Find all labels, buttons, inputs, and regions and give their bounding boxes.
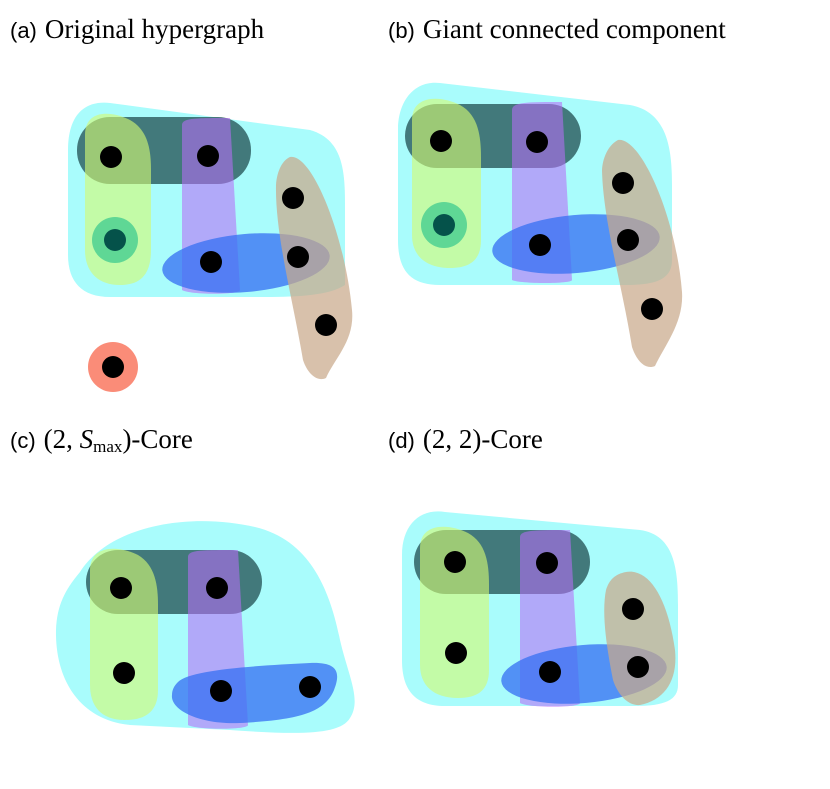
node xyxy=(299,676,321,698)
panel-b-nodes xyxy=(430,130,663,320)
hyperedge-blue xyxy=(171,662,338,724)
node xyxy=(282,187,304,209)
node xyxy=(444,551,466,573)
panel-b-title: Giant connected component xyxy=(422,14,726,44)
panel-c-nodes xyxy=(110,577,321,702)
node xyxy=(641,298,663,320)
node xyxy=(526,131,548,153)
panel-a-title: Original hypergraph xyxy=(44,14,265,44)
node xyxy=(315,314,337,336)
node xyxy=(210,680,232,702)
node xyxy=(113,662,135,684)
panel-b-diagram xyxy=(398,82,683,368)
node xyxy=(536,552,558,574)
node xyxy=(445,642,467,664)
panel-c-title: (2, Smax)-Core xyxy=(43,424,193,456)
highlight-node-core xyxy=(433,214,455,236)
panel-b-letter: (b) xyxy=(388,18,415,43)
panel-a-label: (a) Original hypergraph xyxy=(10,14,264,45)
node xyxy=(200,251,222,273)
panel-b-label: (b) Giant connected component xyxy=(388,14,726,45)
panel-c-label: (c) (2, Smax)-Core xyxy=(10,424,193,457)
node xyxy=(612,172,634,194)
panel-c-title-pre: (2, xyxy=(43,424,80,454)
node xyxy=(529,234,551,256)
panel-d-nodes xyxy=(444,551,649,683)
node xyxy=(206,577,228,599)
panel-d-title: (2, 2)-Core xyxy=(422,424,543,454)
node xyxy=(617,229,639,251)
node xyxy=(539,661,561,683)
node xyxy=(430,130,452,152)
hyperedge-yellow-green xyxy=(420,526,489,698)
panel-d-diagram xyxy=(402,511,678,707)
highlight-node-core xyxy=(104,229,126,251)
node xyxy=(100,146,122,168)
node xyxy=(197,145,219,167)
panel-c-title-sub: max xyxy=(93,437,123,456)
hyperedge-tan xyxy=(604,571,676,706)
panel-a-diagram xyxy=(68,102,353,392)
panel-d-label: (d) (2, 2)-Core xyxy=(388,424,543,455)
hyperedge-yellow-green xyxy=(90,548,158,720)
panel-c-diagram xyxy=(55,521,355,733)
node xyxy=(622,598,644,620)
panel-c-title-var: S xyxy=(79,424,94,454)
panel-c-letter: (c) xyxy=(10,428,36,453)
panel-a-nodes xyxy=(100,145,337,378)
panel-a-letter: (a) xyxy=(10,18,37,43)
node xyxy=(627,656,649,678)
panel-c-title-post: )-Core xyxy=(122,424,193,454)
node xyxy=(102,356,124,378)
node xyxy=(287,246,309,268)
node xyxy=(110,577,132,599)
panel-d-letter: (d) xyxy=(388,428,415,453)
